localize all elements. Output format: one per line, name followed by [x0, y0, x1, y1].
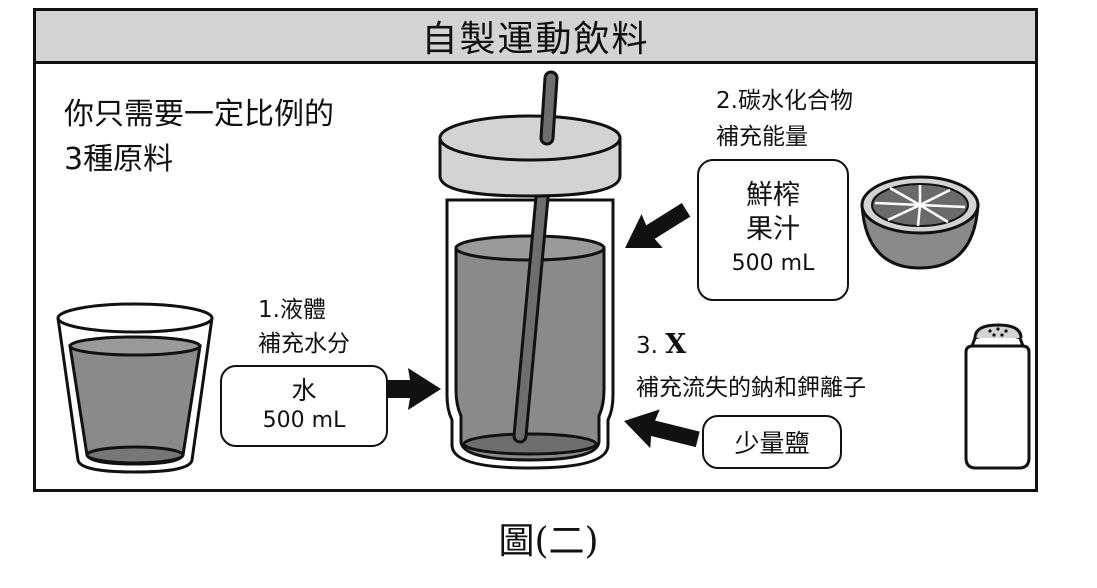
salt-title: 3. X [636, 329, 686, 360]
salt-title-prefix: 3. [636, 333, 666, 359]
water-amount: 500 mL [262, 408, 346, 433]
arrow-icon [386, 203, 700, 449]
figure-caption: 圖(二) [498, 521, 599, 562]
salt-title-x: X [665, 329, 687, 360]
salt-label-box: 少量鹽 [702, 415, 842, 469]
orange-half-icon [860, 175, 980, 270]
water-arrow [386, 368, 441, 410]
figure-title: 自製運動飲料 [421, 19, 650, 60]
title-bar: 自製運動飲料 [36, 11, 1035, 64]
carbohydrate-title: 2.碳水化合物 [716, 88, 853, 114]
salt-shaker-icon [964, 323, 1031, 470]
juice-amount: 500 mL [731, 251, 815, 276]
juice-name-line-1: 鮮榨 [746, 180, 800, 211]
salt-name: 少量鹽 [734, 429, 810, 458]
juice-name-line-2: 果汁 [746, 214, 800, 245]
intro-line-2: 3種原料 [64, 142, 174, 177]
glass-of-water-icon [56, 302, 214, 474]
juice-label-box: 鮮榨 果汁 500 mL [697, 159, 849, 301]
liquid-desc: 補充水分 [258, 331, 350, 357]
intro-line-1: 你只需要一定比例的 [64, 97, 334, 132]
juice-arrow [625, 203, 691, 249]
salt-desc: 補充流失的鈉和鉀離子 [636, 375, 866, 401]
water-name: 水 [291, 376, 317, 405]
water-label-box: 水 500 mL [220, 365, 388, 447]
liquid-title: 1.液體 [258, 297, 326, 323]
figure-frame: 自製運動飲料 你只需要一定比例的 3種原料 1.液體 補充水分 2.碳水化合物 … [33, 8, 1038, 492]
shaker-bottle-icon [438, 70, 622, 470]
carbohydrate-desc: 補充能量 [716, 124, 808, 150]
salt-arrow [624, 409, 700, 449]
